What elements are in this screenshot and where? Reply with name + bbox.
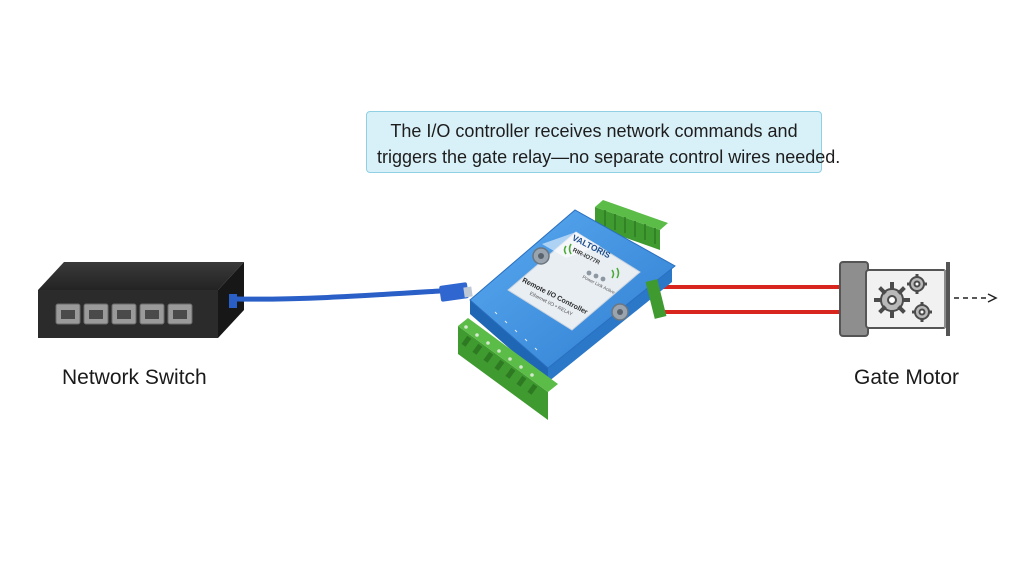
link-led: [593, 273, 599, 279]
callout-line-1: The I/O controller receives network comm…: [390, 121, 798, 141]
io-controller: VALTORIS RIR-IO77R Power Link Active Rem…: [458, 200, 676, 420]
gear-icon: [874, 282, 910, 318]
ethernet-cable: [233, 282, 473, 302]
relay-wires: [655, 285, 842, 314]
terminal-block-top: [595, 200, 668, 250]
active-led: [600, 276, 606, 282]
power-led: [586, 270, 592, 276]
gate-motor: [839, 261, 998, 337]
network-switch-label: Network Switch: [62, 366, 207, 389]
gate-motor-label: Gate Motor: [854, 366, 960, 389]
motion-arrow-icon: [954, 293, 998, 303]
wireless-signal-icon: [563, 243, 620, 279]
gear-icon: [912, 302, 932, 322]
terminal-block-bottom: [458, 318, 558, 420]
explanation-callout: The I/O controller receives network comm…: [366, 111, 841, 173]
callout-line-2: triggers the gate relay—no separate cont…: [377, 147, 841, 167]
status-leds: [586, 270, 606, 282]
controller-label-panel: [507, 231, 641, 331]
network-switch: [38, 262, 244, 338]
gear-icon: [907, 274, 927, 294]
rj45-plug: [439, 282, 469, 302]
